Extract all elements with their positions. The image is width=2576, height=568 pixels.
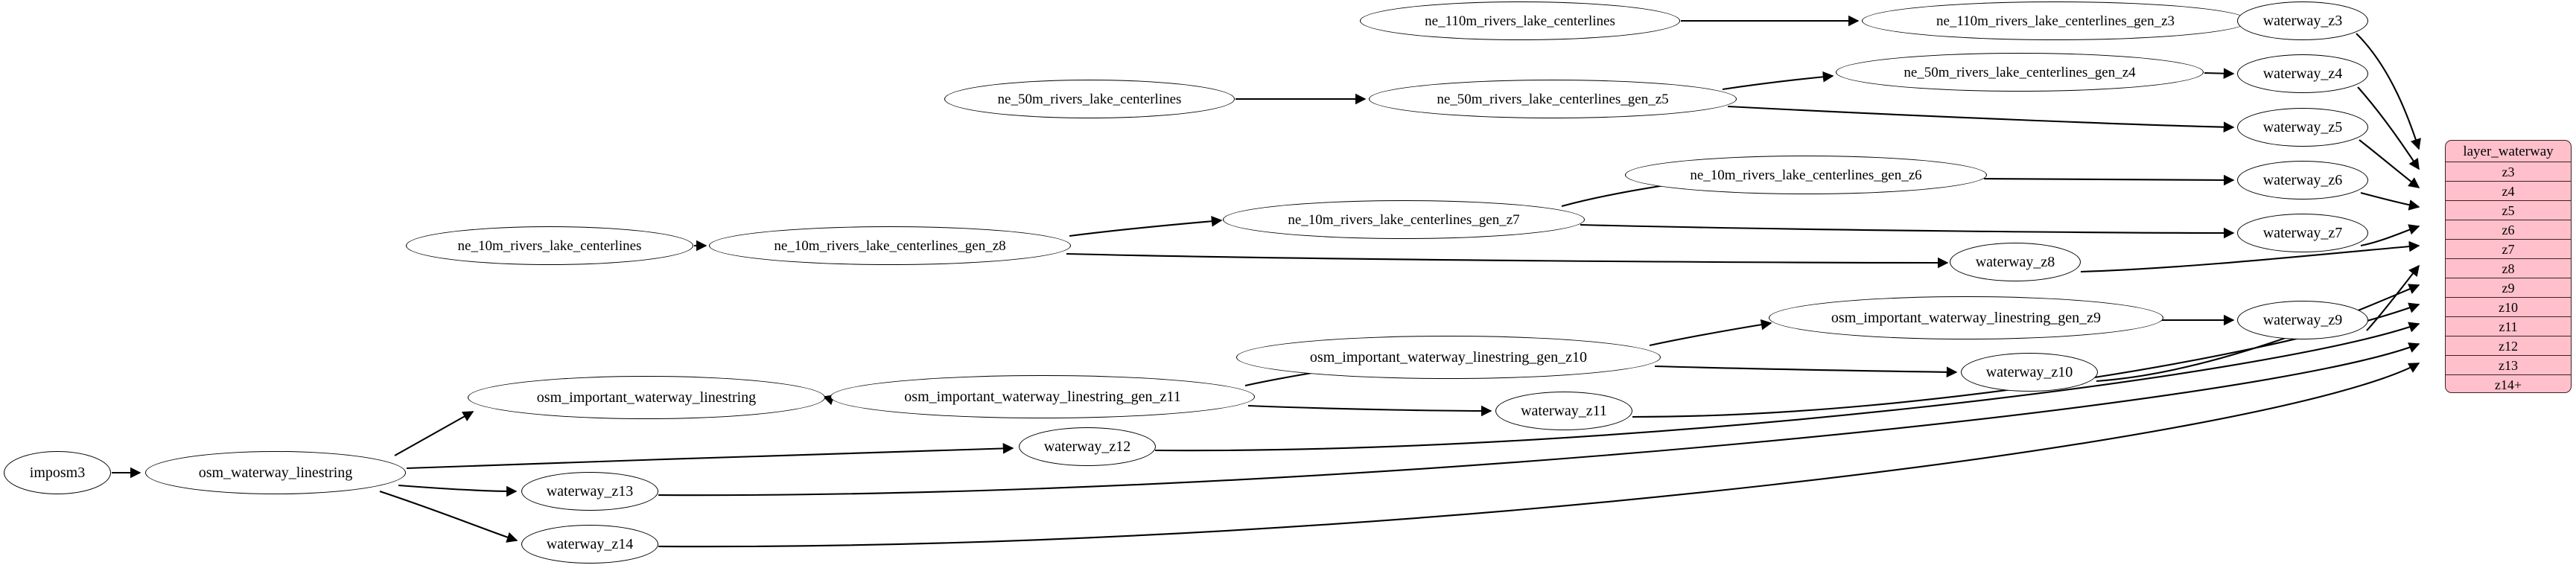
node-ne_10m_rivers_lake_centerlines_gen_z6[interactable]: ne_10m_rivers_lake_centerlines_gen_z6 <box>1625 156 1987 194</box>
layer-table-row-z3[interactable]: z3 <box>2446 162 2571 181</box>
edge-osm_important_waterway_linestring_gen_z11-to-waterway_z11 <box>1247 404 1492 417</box>
edge-osm_waterway_linestring-to-waterway_z14 <box>379 491 518 543</box>
edge-ne_50m_rivers_lake_centerlines_gen_z5-to-waterway_z5 <box>1727 105 2235 133</box>
node-ne_10m_rivers_lake_centerlines[interactable]: ne_10m_rivers_lake_centerlines <box>406 226 693 265</box>
layer-table-row-z11[interactable]: z11 <box>2446 316 2571 336</box>
node-waterway_z6[interactable]: waterway_z6 <box>2237 161 2368 200</box>
layer-table-header: layer_waterway <box>2463 143 2554 159</box>
node-waterway_z12[interactable]: waterway_z12 <box>1019 427 1156 466</box>
node-label: waterway_z11 <box>1521 403 1607 419</box>
edge-waterway_z9-to-layer_z9 <box>2366 264 2420 331</box>
node-ne_110m_rivers_lake_centerlines[interactable]: ne_110m_rivers_lake_centerlines <box>1360 1 1680 40</box>
node-ne_50m_rivers_lake_centerlines[interactable]: ne_50m_rivers_lake_centerlines <box>944 80 1235 118</box>
node-label: waterway_z12 <box>1043 438 1131 455</box>
node-label: waterway_z8 <box>1975 254 2055 270</box>
node-label: imposm3 <box>29 465 86 481</box>
layer-table-row-z4[interactable]: z4 <box>2446 181 2571 200</box>
edge-waterway_z7-to-layer_z7 <box>2360 224 2420 247</box>
node-waterway_z11[interactable]: waterway_z11 <box>1495 392 1632 430</box>
node-label: osm_important_waterway_linestring <box>536 389 757 406</box>
node-label: ne_10m_rivers_lake_centerlines <box>457 237 642 254</box>
layer-table-row-z14+[interactable]: z14+ <box>2446 374 2571 392</box>
node-waterway_z8[interactable]: waterway_z8 <box>1950 243 2081 281</box>
node-waterway_z10[interactable]: waterway_z10 <box>1961 353 2098 392</box>
node-label: osm_important_waterway_linestring_gen_z9 <box>1831 310 2102 326</box>
node-label: ne_50m_rivers_lake_centerlines_gen_z4 <box>1904 64 2136 80</box>
layer-table-row-z10[interactable]: z10 <box>2446 297 2571 316</box>
edge-waterway_z6-to-layer_z6 <box>2360 191 2420 211</box>
node-label: waterway_z5 <box>2262 119 2343 135</box>
layer-table-row-z5[interactable]: z5 <box>2446 200 2571 220</box>
edge-waterway_z5-to-layer_z5 <box>2359 139 2420 188</box>
layer-table-row-z13[interactable]: z13 <box>2446 355 2571 374</box>
node-osm_important_waterway_linestring[interactable]: osm_important_waterway_linestring <box>468 376 825 419</box>
node-imposm3[interactable]: imposm3 <box>4 451 111 494</box>
node-label: waterway_z6 <box>2262 172 2343 188</box>
node-label: osm_waterway_linestring <box>198 465 353 481</box>
node-osm_waterway_linestring[interactable]: osm_waterway_linestring <box>145 451 406 494</box>
edge-ne_10m_rivers_lake_centerlines_gen_z7-to-waterway_z7 <box>1580 223 2235 239</box>
node-osm_important_waterway_linestring_gen_z9[interactable]: osm_important_waterway_linestring_gen_z9 <box>1769 296 2163 339</box>
edge-waterway_z8-to-layer_z8 <box>2080 240 2420 273</box>
edge-ne_50m_rivers_lake_centerlines_gen_z5-to-ne_50m_rivers_lake_centerlines_gen_z4 <box>1722 71 1834 91</box>
node-osm_important_waterway_linestring_gen_z11[interactable]: osm_important_waterway_linestring_gen_z1… <box>830 375 1255 418</box>
node-waterway_z7[interactable]: waterway_z7 <box>2237 214 2368 252</box>
layer-table-row-z6[interactable]: z6 <box>2446 220 2571 239</box>
node-label: waterway_z3 <box>2262 13 2343 29</box>
node-ne_10m_rivers_lake_centerlines_gen_z8[interactable]: ne_10m_rivers_lake_centerlines_gen_z8 <box>709 226 1071 265</box>
node-label: ne_10m_rivers_lake_centerlines_gen_z6 <box>1690 167 1922 183</box>
node-label: ne_10m_rivers_lake_centerlines_gen_z8 <box>774 237 1006 254</box>
node-waterway_z9[interactable]: waterway_z9 <box>2237 301 2368 339</box>
node-label: waterway_z10 <box>1985 364 2073 380</box>
node-waterway_z14[interactable]: waterway_z14 <box>521 525 658 564</box>
edge-osm_waterway_linestring-to-waterway_z13 <box>398 484 518 497</box>
edge-osm_important_waterway_linestring_gen_z10-to-waterway_z10 <box>1654 365 1958 378</box>
edge-ne_10m_rivers_lake_centerlines_gen_z6-to-waterway_z6 <box>1983 174 2235 186</box>
node-label: waterway_z7 <box>2262 225 2343 241</box>
edge-osm_important_waterway_linestring_gen_z10-to-osm_important_waterway_linestring_gen_z9 <box>1649 319 1772 347</box>
node-osm_important_waterway_linestring_gen_z10[interactable]: osm_important_waterway_linestring_gen_z1… <box>1236 336 1661 379</box>
node-label: ne_110m_rivers_lake_centerlines_gen_z3 <box>1936 13 2175 29</box>
layer-table-row-z12[interactable]: z12 <box>2446 336 2571 355</box>
layer-table-row-z8[interactable]: z8 <box>2446 258 2571 278</box>
node-ne_50m_rivers_lake_centerlines_gen_z4[interactable]: ne_50m_rivers_lake_centerlines_gen_z4 <box>1836 53 2204 92</box>
edge-ne_10m_rivers_lake_centerlines_gen_z8-to-ne_10m_rivers_lake_centerlines_gen_z7 <box>1069 216 1223 237</box>
node-waterway_z13[interactable]: waterway_z13 <box>521 472 658 511</box>
node-label: osm_important_waterway_linestring_gen_z1… <box>904 389 1181 405</box>
node-label: waterway_z13 <box>546 483 634 500</box>
node-waterway_z3[interactable]: waterway_z3 <box>2237 1 2368 40</box>
node-ne_50m_rivers_lake_centerlines_gen_z5[interactable]: ne_50m_rivers_lake_centerlines_gen_z5 <box>1369 80 1737 118</box>
node-label: ne_50m_rivers_lake_centerlines <box>997 91 1182 107</box>
node-waterway_z5[interactable]: waterway_z5 <box>2237 108 2368 147</box>
node-label: waterway_z14 <box>546 536 634 552</box>
node-label: waterway_z9 <box>2262 312 2343 328</box>
node-label: waterway_z4 <box>2262 66 2343 82</box>
layer-table-row-z9[interactable]: z9 <box>2446 278 2571 297</box>
node-ne_10m_rivers_lake_centerlines_gen_z7[interactable]: ne_10m_rivers_lake_centerlines_gen_z7 <box>1223 200 1585 239</box>
edge-ne_10m_rivers_lake_centerlines_gen_z8-to-waterway_z8 <box>1066 252 1949 269</box>
edge-ne_50m_rivers_lake_centerlines_gen_z4-to-waterway_z4 <box>2204 68 2235 80</box>
layer-table-row-z7[interactable]: z7 <box>2446 239 2571 258</box>
node-label: ne_10m_rivers_lake_centerlines_gen_z7 <box>1288 211 1520 228</box>
node-label: osm_important_waterway_linestring_gen_z1… <box>1309 349 1588 366</box>
node-ne_110m_rivers_lake_centerlines_gen_z3[interactable]: ne_110m_rivers_lake_centerlines_gen_z3 <box>1862 1 2249 40</box>
edge-osm_waterway_linestring-to-osm_important_waterway_linestring <box>394 411 474 456</box>
node-waterway_z4[interactable]: waterway_z4 <box>2237 54 2368 93</box>
node-label: ne_50m_rivers_lake_centerlines_gen_z5 <box>1437 91 1669 107</box>
node-label: ne_110m_rivers_lake_centerlines <box>1425 13 1615 29</box>
edge-osm_waterway_linestring-to-waterway_z12 <box>406 443 1014 470</box>
